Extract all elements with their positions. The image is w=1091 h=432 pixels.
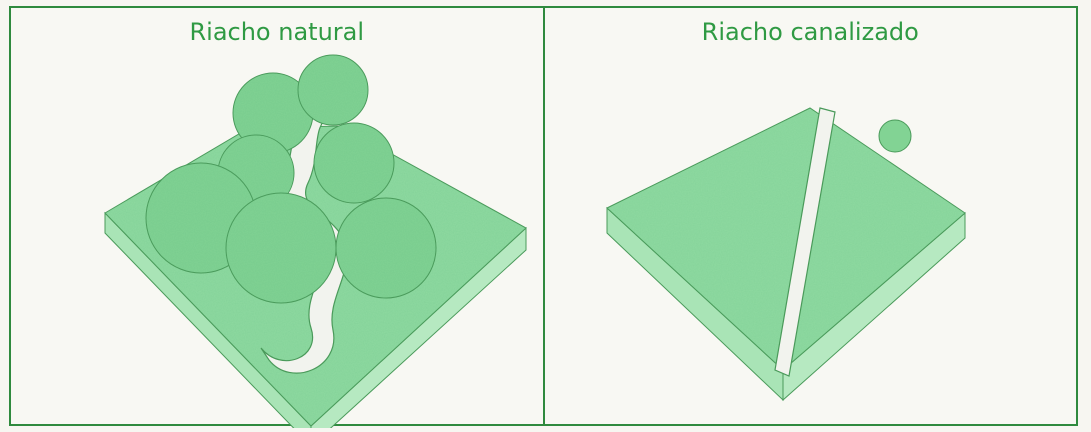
natural-stream-illustration bbox=[11, 8, 551, 428]
panel-natural-stream: Riacho natural bbox=[11, 8, 543, 424]
shrub bbox=[879, 120, 911, 152]
comparison-frame: Riacho natural bbox=[9, 6, 1078, 426]
panel-channelized-stream: Riacho canalizado bbox=[543, 8, 1077, 424]
channelized-stream-illustration bbox=[545, 8, 1070, 428]
